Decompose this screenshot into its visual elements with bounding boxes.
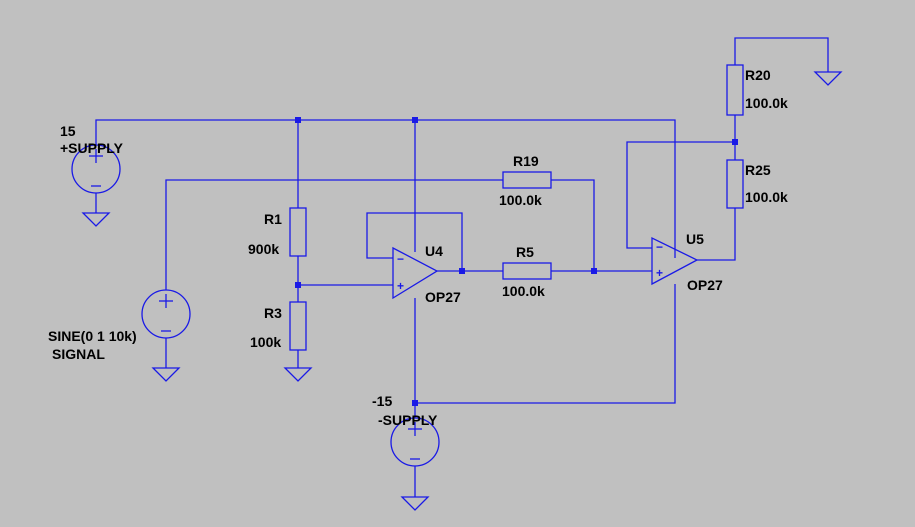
r5-value: 100.0k [502,283,545,299]
r3-name: R3 [264,305,282,321]
r1-value: 900k [248,241,279,257]
ground-icon [283,367,313,382]
voltage-source-pos-supply[interactable] [71,144,121,194]
labels: 15 +SUPPLY SINE(0 1 10k) SIGNAL -15 -SUP… [48,67,788,428]
ground-icon [400,496,430,511]
wire-u5-out-r25[interactable] [697,208,736,261]
junction-dot [591,268,597,274]
junction-dot [412,400,418,406]
wires [95,37,829,497]
junction-dot [295,282,301,288]
pin-plus-label: + [397,279,404,293]
pos-supply-value: 15 [60,123,76,139]
r20-name: R20 [745,67,771,83]
resistor-r5[interactable] [502,262,552,280]
r1-name: R1 [264,211,282,227]
wire-u5-vminus[interactable] [415,284,676,404]
u5-name: U5 [686,231,704,247]
wire-r19-node[interactable] [551,179,595,271]
ground-icon [813,71,843,86]
pos-supply-name: +SUPPLY [60,140,124,156]
r19-name: R19 [513,153,539,169]
wire-r20-gnd[interactable] [734,37,829,72]
resistor-r3[interactable] [289,301,307,351]
pin-plus-label: + [656,266,663,280]
signal-name: SIGNAL [52,346,105,362]
r5-name: R5 [516,244,534,260]
ground-icon [151,367,181,382]
resistor-r1[interactable] [289,207,307,257]
opamp-u5[interactable]: − + [651,236,699,286]
voltage-source-neg-supply[interactable] [390,417,440,467]
neg-supply-name: -SUPPLY [378,412,438,428]
resistor-r20[interactable] [726,64,744,116]
junction-dot [459,268,465,274]
junction-dot [295,117,301,123]
r25-name: R25 [745,162,771,178]
junction-dot [412,117,418,123]
pin-minus-label: − [397,252,404,266]
r19-value: 100.0k [499,192,542,208]
pin-minus-label: − [656,240,663,254]
ground-icon [81,212,111,227]
resistor-r25[interactable] [726,159,744,209]
u5-model: OP27 [687,277,723,293]
signal-value: SINE(0 1 10k) [48,328,137,344]
u4-name: U4 [425,243,443,259]
r25-value: 100.0k [745,189,788,205]
u4-model: OP27 [425,289,461,305]
r20-value: 100.0k [745,95,788,111]
wire-u4-feedback[interactable] [366,212,463,271]
wire-pos-rail[interactable] [95,119,676,258]
opamp-u4[interactable]: − + [392,246,439,300]
wire-u5-feedback[interactable] [626,141,735,249]
resistor-r19[interactable] [502,171,552,189]
junctions [295,117,738,406]
wire-signal-r19[interactable] [165,179,503,290]
junction-dot [732,139,738,145]
neg-supply-value: -15 [372,393,392,409]
voltage-source-signal[interactable] [141,289,191,339]
r3-value: 100k [250,334,281,350]
